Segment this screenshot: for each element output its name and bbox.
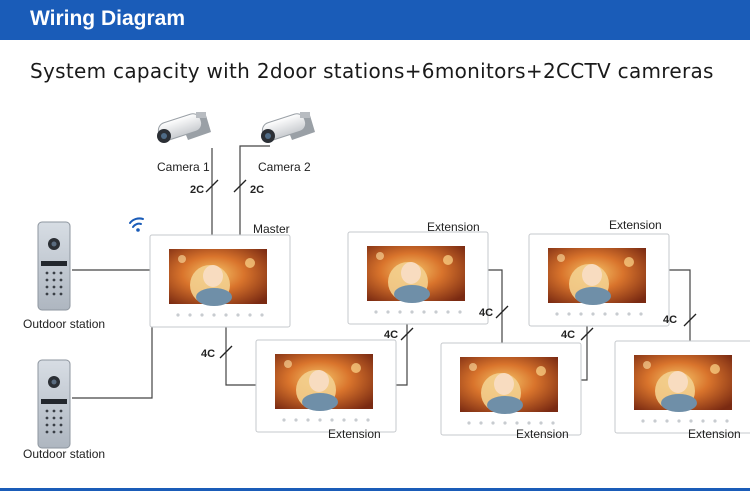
- camera-1-icon: [155, 111, 212, 144]
- extension-monitor-4: [440, 342, 582, 436]
- extension-monitor-3: [255, 339, 397, 433]
- wire-label-camera-2: 2C: [250, 184, 265, 196]
- extension-label-3: Extension: [328, 427, 381, 441]
- extension-label-5: Extension: [688, 427, 741, 441]
- outdoor-station-2-label: Outdoor station: [23, 447, 106, 461]
- wire-label-master: 4C: [201, 348, 216, 360]
- extension-label-4: Extension: [516, 427, 569, 441]
- wire-slashes: [205, 179, 697, 359]
- page-title: Wiring Diagram: [30, 7, 185, 30]
- wire-label-ext-2: 4C: [479, 307, 494, 319]
- outdoor-station-1-label: Outdoor station: [23, 317, 106, 331]
- header-bar: Wiring Diagram: [0, 0, 750, 40]
- master-label: Master: [253, 222, 290, 236]
- outdoor-station-1-icon: [37, 221, 71, 311]
- wire-label-ext-4: 4C: [663, 314, 678, 326]
- master-monitor: [149, 234, 291, 328]
- extension-monitor-1: [347, 231, 489, 325]
- camera-2-icon: [259, 111, 316, 144]
- wire-label-ext-3: 4C: [561, 329, 576, 341]
- wire-label-camera-1: 2C: [190, 184, 205, 196]
- subtitle: System capacity with 2door stations+6mon…: [30, 59, 714, 83]
- camera-1-label: Camera 1: [157, 160, 210, 174]
- extension-label-1: Extension: [427, 220, 480, 234]
- bottom-rule: [0, 488, 750, 491]
- extension-monitor-2: [528, 233, 670, 327]
- extension-monitor-5: [614, 340, 750, 434]
- camera-2-label: Camera 2: [258, 160, 311, 174]
- wire-label-ext-1: 4C: [384, 329, 399, 341]
- extension-label-2: Extension: [609, 218, 662, 232]
- outdoor-station-2-icon: [37, 359, 71, 449]
- wifi-icon: [129, 217, 144, 232]
